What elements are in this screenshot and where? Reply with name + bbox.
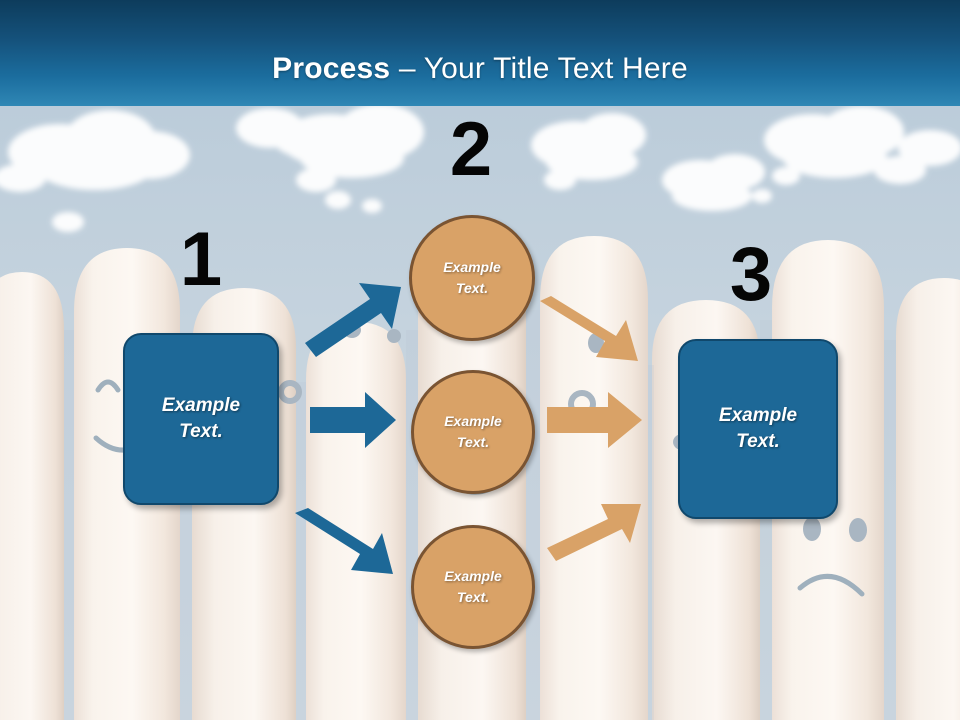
process-circle-middle[interactable]: Example Text. xyxy=(411,370,535,494)
process-box-right[interactable]: Example Text. xyxy=(678,339,838,519)
arrow-orange-right xyxy=(547,392,642,448)
process-circle-top-text: Example Text. xyxy=(443,257,501,299)
process-circle-middle-text: Example Text. xyxy=(444,411,502,453)
process-box-right-text: Example Text. xyxy=(719,403,797,455)
step-number-2: 2 xyxy=(449,107,493,192)
process-circle-bottom-text: Example Text. xyxy=(444,566,502,608)
process-box-left-line2: Text. xyxy=(179,421,223,442)
process-circle-top-line2: Text. xyxy=(455,280,489,296)
process-circle-bottom-line1: Example xyxy=(444,568,502,584)
title-rest-part: Your Title Text Here xyxy=(423,52,688,85)
arrow-orange-up xyxy=(547,504,641,561)
cloud-group xyxy=(0,104,960,232)
process-box-right-line1: Example xyxy=(718,405,798,426)
arrow-orange-down xyxy=(540,296,638,361)
title-separator: – xyxy=(390,52,424,85)
page-title: Process – Your Title Text Here xyxy=(0,52,960,86)
process-circle-bottom[interactable]: Example Text. xyxy=(411,525,535,649)
arrow-blue-down xyxy=(295,508,393,574)
process-circle-middle-line1: Example xyxy=(444,413,502,429)
process-box-left-text: Example Text. xyxy=(162,393,240,445)
process-circle-middle-line2: Text. xyxy=(456,434,490,450)
process-box-left-line1: Example xyxy=(161,395,241,416)
step-number-3: 3 xyxy=(729,232,773,317)
process-box-left[interactable]: Example Text. xyxy=(123,333,279,505)
process-circle-bottom-line2: Text. xyxy=(456,589,490,605)
arrow-blue-up xyxy=(305,283,401,357)
process-circle-top-line1: Example xyxy=(443,259,501,275)
title-bold-part: Process xyxy=(272,52,391,85)
step-number-1: 1 xyxy=(179,217,223,302)
process-circle-top[interactable]: Example Text. xyxy=(409,215,535,341)
arrow-blue-right xyxy=(310,392,396,448)
title-banner: Process – Your Title Text Here xyxy=(0,0,960,106)
process-box-right-line2: Text. xyxy=(736,431,780,452)
